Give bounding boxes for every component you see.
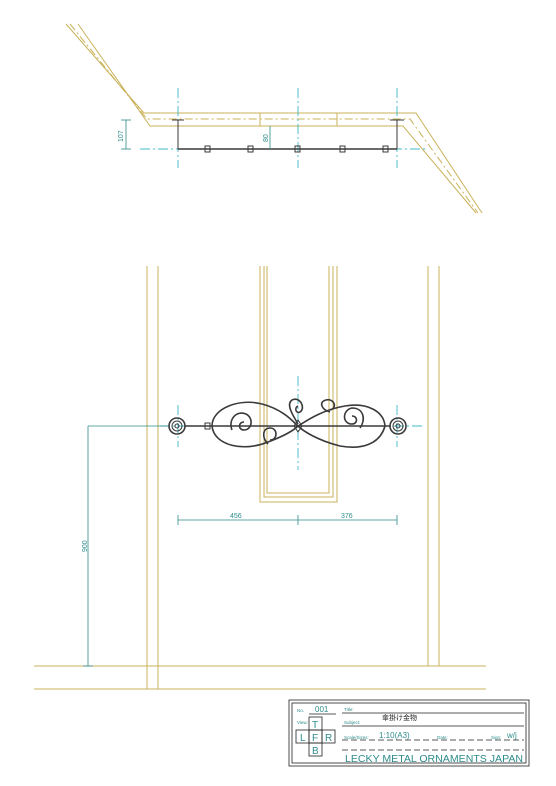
tb-no-label: No. <box>297 708 304 713</box>
dimension-107: 107 <box>118 119 131 150</box>
view-front-letter: F <box>312 733 318 744</box>
recess-frame-inner <box>266 266 330 494</box>
view-right-letter: R <box>325 733 332 744</box>
tb-subject-value: 傘掛け金物 <box>382 713 417 722</box>
dimension-376-label: 376 <box>341 513 353 520</box>
tb-scale-value: 1:10(A3) <box>379 731 410 740</box>
top-view: 107 80 <box>65 23 483 214</box>
tb-company-name: LECKY METAL ORNAMENTS JAPAN <box>345 753 523 765</box>
tb-title-label: Title: <box>344 707 354 712</box>
wall-recess <box>259 113 338 126</box>
dimension-width: 456 376 <box>177 513 398 525</box>
dimension-456-label: 456 <box>230 513 242 520</box>
dimension-80: 80 <box>263 126 271 149</box>
dimension-height: 900 <box>82 425 168 667</box>
tb-view-label: View: <box>297 720 308 725</box>
title-block: No. 001 Title: View: T L F R B Subject: … <box>288 699 530 767</box>
scroll-ornament <box>211 398 386 448</box>
tb-no-value: 001 <box>315 705 329 714</box>
tb-subject-label: Subject: <box>344 720 360 725</box>
view-left-letter: L <box>300 733 306 744</box>
recess-frame-outer <box>259 266 338 503</box>
view-top-letter: T <box>312 720 318 731</box>
dimension-80-label: 80 <box>263 134 270 142</box>
tb-date-label: Date: <box>437 735 448 740</box>
recess-frame-mid <box>263 266 334 498</box>
wall-outline-inner <box>77 23 477 214</box>
tb-sign-label: Sign: <box>491 735 501 740</box>
front-view: 456 376 900 <box>34 266 486 690</box>
tb-sign-value: w/j <box>506 731 517 740</box>
dimension-900-label: 900 <box>82 540 89 552</box>
dimension-107-label: 107 <box>118 130 125 142</box>
wall-outline-outer <box>65 23 483 214</box>
tb-scale-label: Scale/Sizes: <box>344 735 369 740</box>
wall-face-dashed <box>69 23 479 214</box>
bar-plan <box>172 119 404 153</box>
view-bottom-letter: B <box>312 746 319 757</box>
